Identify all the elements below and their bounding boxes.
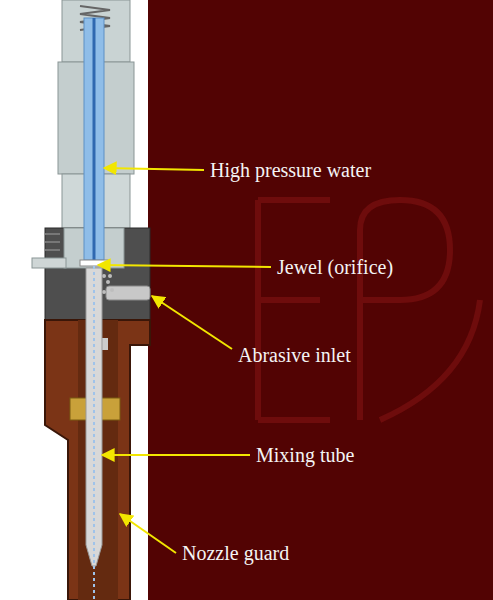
leader-arrow	[120, 514, 176, 553]
leader-arrow	[98, 265, 271, 267]
watermark-stroke	[380, 300, 480, 420]
side-pipe	[32, 258, 66, 268]
callout-label: Mixing tube	[256, 443, 354, 467]
maroon-ground	[148, 0, 493, 600]
water-core	[93, 18, 96, 262]
leader-arrow	[102, 454, 250, 456]
callout-label: High pressure water	[210, 158, 371, 182]
leader-arrow	[152, 296, 232, 349]
leader-arrow	[104, 168, 204, 170]
abrasive-pipe	[106, 286, 150, 300]
callout-label: Nozzle guard	[182, 541, 289, 565]
watermark	[258, 200, 480, 420]
jet-stream	[93, 266, 95, 600]
watermark-stroke	[258, 200, 330, 420]
grain	[102, 274, 106, 278]
grain	[108, 274, 112, 278]
grain	[110, 288, 114, 292]
grain	[106, 280, 110, 284]
grain	[102, 290, 106, 294]
callout-label: Jewel (orifice)	[277, 255, 393, 279]
callout-label: Abrasive inlet	[238, 343, 351, 367]
thread-lines	[45, 234, 60, 250]
